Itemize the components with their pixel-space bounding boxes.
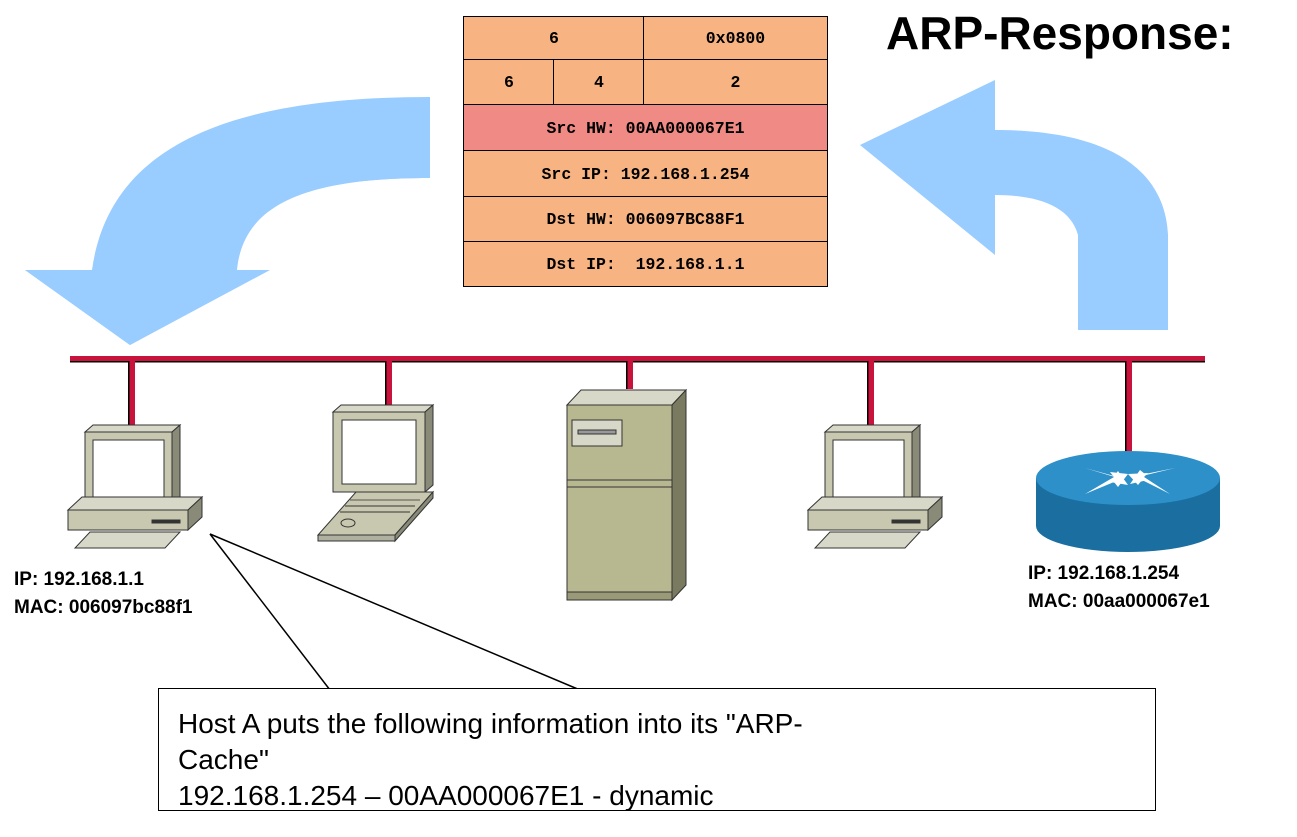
desktop-computer-icon [66,423,204,549]
router-mac: MAC: 00aa000067e1 [1028,591,1210,612]
left-arrow-body [25,98,430,345]
right-curved-arrow [860,80,1168,330]
packet-dst-ip: Dst IP: 192.168.1.1 [463,241,828,287]
router-ip: IP: 192.168.1.254 [1028,563,1180,584]
laptop-icon [316,403,435,543]
host-a-ip: IP: 192.168.1.1 [14,569,144,590]
packet-protocol-type: 0x0800 [643,16,828,61]
network-bus [70,356,1205,361]
packet-src-ip: Src IP: 192.168.1.254 [463,150,828,198]
callout-text: Host A puts the following information in… [178,706,803,814]
packet-opcode: 2 [643,59,828,106]
arp-cache-callout [158,688,1156,811]
host-a-mac: MAC: 006097bc88f1 [14,597,193,618]
packet-src-hw: Src HW: 00AA000067E1 [463,104,828,152]
server-icon [565,388,688,602]
packet-proto-size: 4 [553,59,645,106]
bus-drops [128,361,1132,453]
callout-line-1: Host A puts the following information in… [178,708,803,739]
callout-pointer [209,533,581,691]
packet-hw-size: 6 [463,59,555,106]
callout-line-2: Cache" [178,744,269,775]
packet-hw-length: 6 [463,16,645,61]
callout-line-3: 192.168.1.254 – 00AA000067E1 - dynamic [178,780,714,811]
router-icon [1036,451,1220,552]
diagram-title: ARP-Response: [886,7,1234,59]
desktop-computer-icon-2 [806,423,944,549]
packet-dst-hw: Dst HW: 006097BC88F1 [463,196,828,243]
